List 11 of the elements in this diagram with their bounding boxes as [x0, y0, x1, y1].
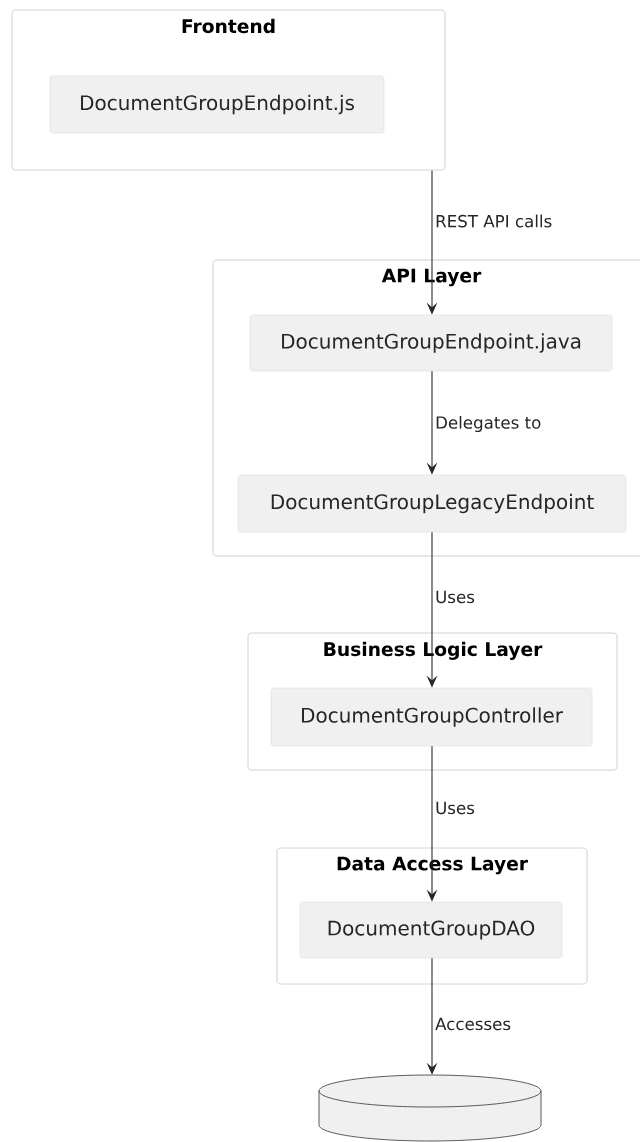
edge-label: Uses — [433, 589, 477, 605]
component-box: DocumentGroupDAO — [299, 901, 563, 959]
component-box: DocumentGroupLegacyEndpoint — [237, 474, 627, 533]
component-box: DocumentGroupController — [270, 687, 593, 747]
database-cylinder — [318, 1074, 542, 1142]
component-box: DocumentGroupEndpoint.js — [49, 75, 385, 134]
edge-label: REST API calls — [433, 213, 554, 229]
edge-label: Uses — [433, 800, 477, 816]
edge-label: Accesses — [433, 1016, 513, 1032]
component-box: DocumentGroupEndpoint.java — [249, 314, 613, 372]
edge-label: Delegates to — [433, 414, 543, 434]
